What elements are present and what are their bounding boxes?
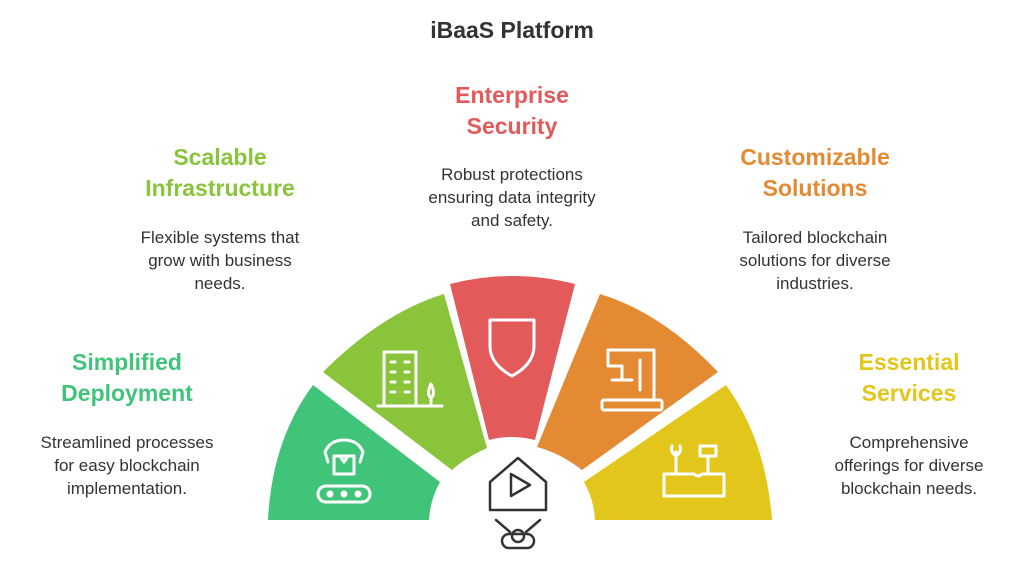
desc-line: offerings for diverse bbox=[834, 456, 984, 475]
heading-line: Services bbox=[861, 380, 957, 406]
desc-line: industries. bbox=[776, 274, 854, 293]
shield-icon bbox=[488, 318, 536, 378]
heading-enterprise-security: Enterprise Security bbox=[412, 80, 612, 142]
heading-line: Scalable bbox=[173, 144, 267, 170]
desc-line: Robust protections bbox=[441, 165, 583, 184]
desc-line: ensuring data integrity bbox=[428, 188, 596, 207]
desc-line: Streamlined processes bbox=[40, 433, 214, 452]
heading-line: Security bbox=[466, 113, 558, 139]
desc-simplified-deployment: Streamlined processes for easy blockchai… bbox=[12, 431, 242, 500]
house-play-robot-icon bbox=[488, 456, 548, 550]
heading-customizable-solutions: Customizable Solutions bbox=[700, 142, 930, 204]
desc-customizable-solutions: Tailored blockchain solutions for divers… bbox=[700, 226, 930, 295]
building-tree-icon bbox=[376, 350, 444, 408]
desc-line: Tailored blockchain bbox=[742, 228, 888, 247]
segment-enterprise-security bbox=[450, 276, 575, 440]
desc-essential-services: Comprehensive offerings for diverse bloc… bbox=[796, 431, 1022, 500]
desc-scalable-infrastructure: Flexible systems that grow with business… bbox=[105, 226, 335, 295]
heading-line: Solutions bbox=[762, 175, 868, 201]
heading-line: Enterprise bbox=[455, 82, 569, 108]
desc-enterprise-security: Robust protections ensuring data integri… bbox=[397, 163, 627, 232]
desc-line: solutions for diverse bbox=[739, 251, 891, 270]
heading-line: Simplified bbox=[72, 349, 182, 375]
desc-line: blockchain needs. bbox=[840, 479, 978, 498]
desc-line: needs. bbox=[194, 274, 246, 293]
heading-line: Essential bbox=[858, 349, 960, 375]
segment-customizable-solutions bbox=[537, 294, 718, 470]
toolbox-icon bbox=[662, 444, 726, 498]
desc-line: implementation. bbox=[66, 479, 187, 498]
desc-line: grow with business bbox=[148, 251, 292, 270]
heading-line: Deployment bbox=[61, 380, 193, 406]
heading-line: Infrastructure bbox=[145, 175, 295, 201]
heading-simplified-deployment: Simplified Deployment bbox=[22, 347, 232, 409]
heading-line: Customizable bbox=[740, 144, 890, 170]
heading-essential-services: Essential Services bbox=[804, 347, 1014, 409]
desc-line: and safety. bbox=[471, 211, 553, 230]
segment-simplified-deployment bbox=[268, 385, 440, 520]
desc-line: Flexible systems that bbox=[140, 228, 300, 247]
robot-arm-conveyor-icon bbox=[316, 438, 372, 504]
heading-scalable-infrastructure: Scalable Infrastructure bbox=[112, 142, 328, 204]
page-title: iBaaS Platform bbox=[430, 17, 594, 43]
desc-line: Comprehensive bbox=[849, 433, 969, 452]
sewing-machine-icon bbox=[600, 348, 664, 412]
desc-line: for easy blockchain bbox=[54, 456, 200, 475]
